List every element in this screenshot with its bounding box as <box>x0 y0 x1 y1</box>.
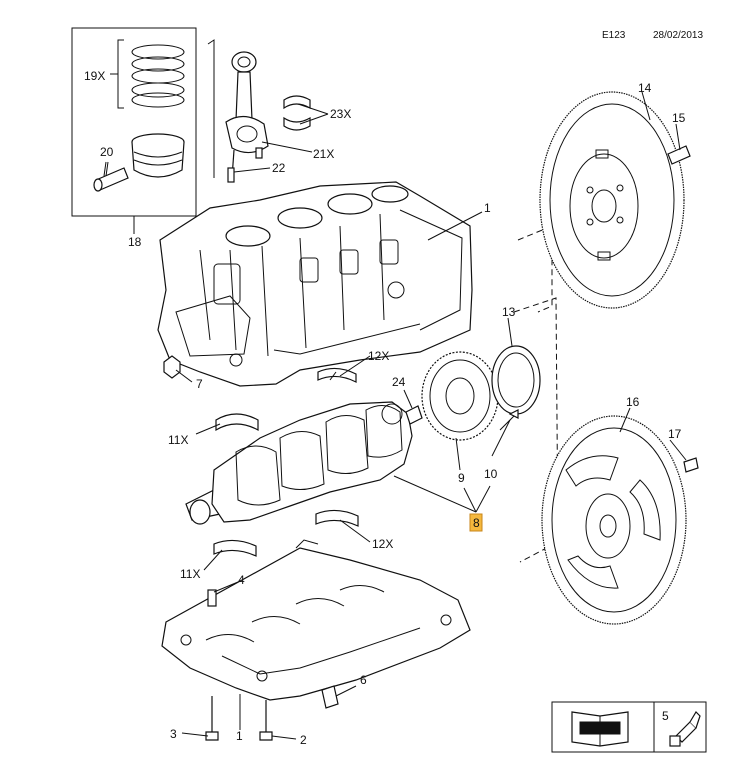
callout-17: 17 <box>668 427 682 441</box>
callout-12x-upper: 12X <box>368 349 389 363</box>
part-24-icon <box>405 405 423 425</box>
crankshaft-icon <box>185 401 413 525</box>
thrust-bearing-upper-icon <box>215 413 259 432</box>
callout-7: 7 <box>196 377 203 391</box>
bolt-2-icon <box>259 700 273 741</box>
callout-13: 13 <box>502 305 516 319</box>
piston-pin-icon <box>93 167 129 192</box>
callout-8-highlight <box>469 513 483 532</box>
main-bearing-lower-icon <box>315 509 359 527</box>
callout-11x-lower: 11X <box>180 567 200 581</box>
callout-9: 9 <box>458 471 465 485</box>
callout-11x-upper: 11X <box>168 433 188 447</box>
callout-2: 2 <box>300 733 307 747</box>
callout-15: 15 <box>672 111 686 125</box>
piston-group-box <box>71 27 197 217</box>
callout-21x: 21X <box>313 147 334 161</box>
callout-23x: 23X <box>330 107 351 121</box>
plug-6-icon <box>321 685 339 709</box>
callout-1-bedplate: 1 <box>236 729 243 743</box>
callout-24: 24 <box>392 375 406 389</box>
main-bearing-upper-icon <box>317 367 357 383</box>
callout-3: 3 <box>170 727 177 741</box>
flexplate-icon <box>541 415 687 625</box>
legend-box: 5 <box>551 701 707 753</box>
callout-8: 8 <box>473 516 480 530</box>
reluctor-ring-icon <box>421 351 499 441</box>
callout-10: 10 <box>484 467 498 481</box>
callout-16: 16 <box>626 395 640 409</box>
diagram-code: E123 <box>602 30 626 41</box>
leader-lines <box>105 91 687 740</box>
dashed-frame-lower <box>513 297 559 563</box>
rear-seal-icon <box>491 345 541 415</box>
manual-wrench-icon <box>571 711 629 747</box>
sealant-tube-icon <box>669 711 701 747</box>
callout-4: 4 <box>238 573 245 587</box>
piston-icon <box>131 133 185 178</box>
connecting-rod-icon <box>207 39 311 183</box>
callout-22: 22 <box>272 161 286 175</box>
bolt-17-icon <box>683 457 699 473</box>
dashed-frame-upper <box>517 225 553 313</box>
flywheel-dual-mass-icon <box>539 91 685 309</box>
engine-block-icon <box>157 181 473 387</box>
callout-6: 6 <box>360 673 367 687</box>
thrust-bearing-lower-icon <box>213 539 257 557</box>
callout-5: 5 <box>662 709 669 723</box>
bedplate-icon <box>161 539 471 701</box>
dowel-4-icon <box>207 589 217 607</box>
diagram-date: 28/02/2013 <box>653 30 703 41</box>
bolt-3-icon <box>205 696 219 741</box>
callout-20: 20 <box>100 145 114 159</box>
callout-1-block: 1 <box>484 201 491 215</box>
callout-14: 14 <box>638 81 652 95</box>
bolt-7-icon <box>163 355 181 379</box>
callout-18: 18 <box>128 235 142 249</box>
bolt-10-icon <box>499 409 519 431</box>
callout-12x-lower: 12X <box>372 537 393 551</box>
callout-19x: 19X <box>84 69 105 83</box>
